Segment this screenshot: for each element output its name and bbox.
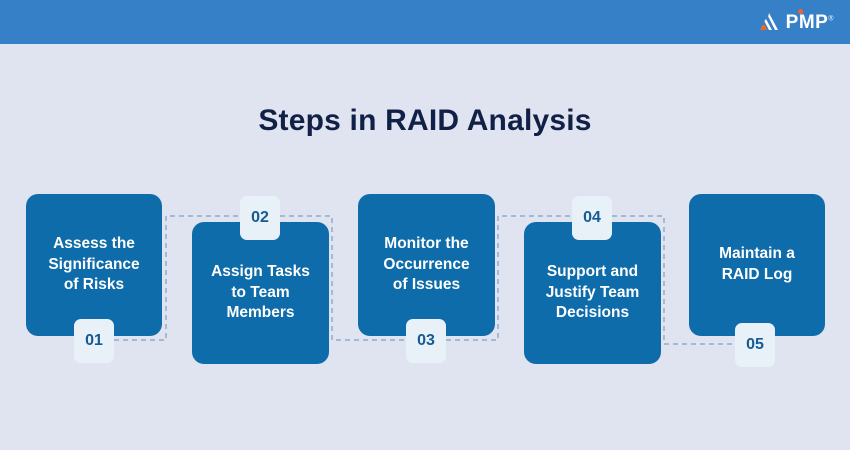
step-box-4[interactable]: Support and Justify Team Decisions (524, 222, 661, 364)
step-badge-5: 05 (735, 323, 775, 367)
logo-trademark: ® (828, 15, 834, 23)
step-box-3[interactable]: Monitor the Occurrence of Issues (358, 194, 495, 336)
logo-text-value: PMP (785, 11, 829, 33)
logo-wordmark: PMP® (785, 8, 834, 33)
mountain-triangle-icon (759, 13, 778, 30)
raid-steps-diagram: Assess the Significance of Risks 01 Assi… (0, 180, 850, 390)
page-title: Steps in RAID Analysis (258, 104, 592, 137)
step-box-1[interactable]: Assess the Significance of Risks (26, 194, 162, 336)
step-badge-3: 03 (406, 319, 446, 363)
step-box-5[interactable]: Maintain a RAID Log (689, 194, 825, 336)
step-badge-2: 02 (240, 196, 280, 240)
step-label-2: Assign Tasks to Team Members (211, 263, 310, 322)
step-label-5: Maintain a RAID Log (719, 245, 795, 283)
pmp-logo[interactable]: PMP® (758, 8, 834, 35)
step-label-3: Monitor the Occurrence of Issues (383, 235, 470, 294)
step-label-4: Support and Justify Team Decisions (545, 263, 640, 322)
step-badge-4: 04 (572, 196, 612, 240)
step-label-1: Assess the Significance of Risks (48, 235, 140, 294)
step-box-2[interactable]: Assign Tasks to Team Members (192, 222, 329, 364)
step-badge-1: 01 (74, 319, 114, 363)
logo-dot-icon (797, 8, 803, 14)
header-bar: PMP® (0, 0, 850, 44)
